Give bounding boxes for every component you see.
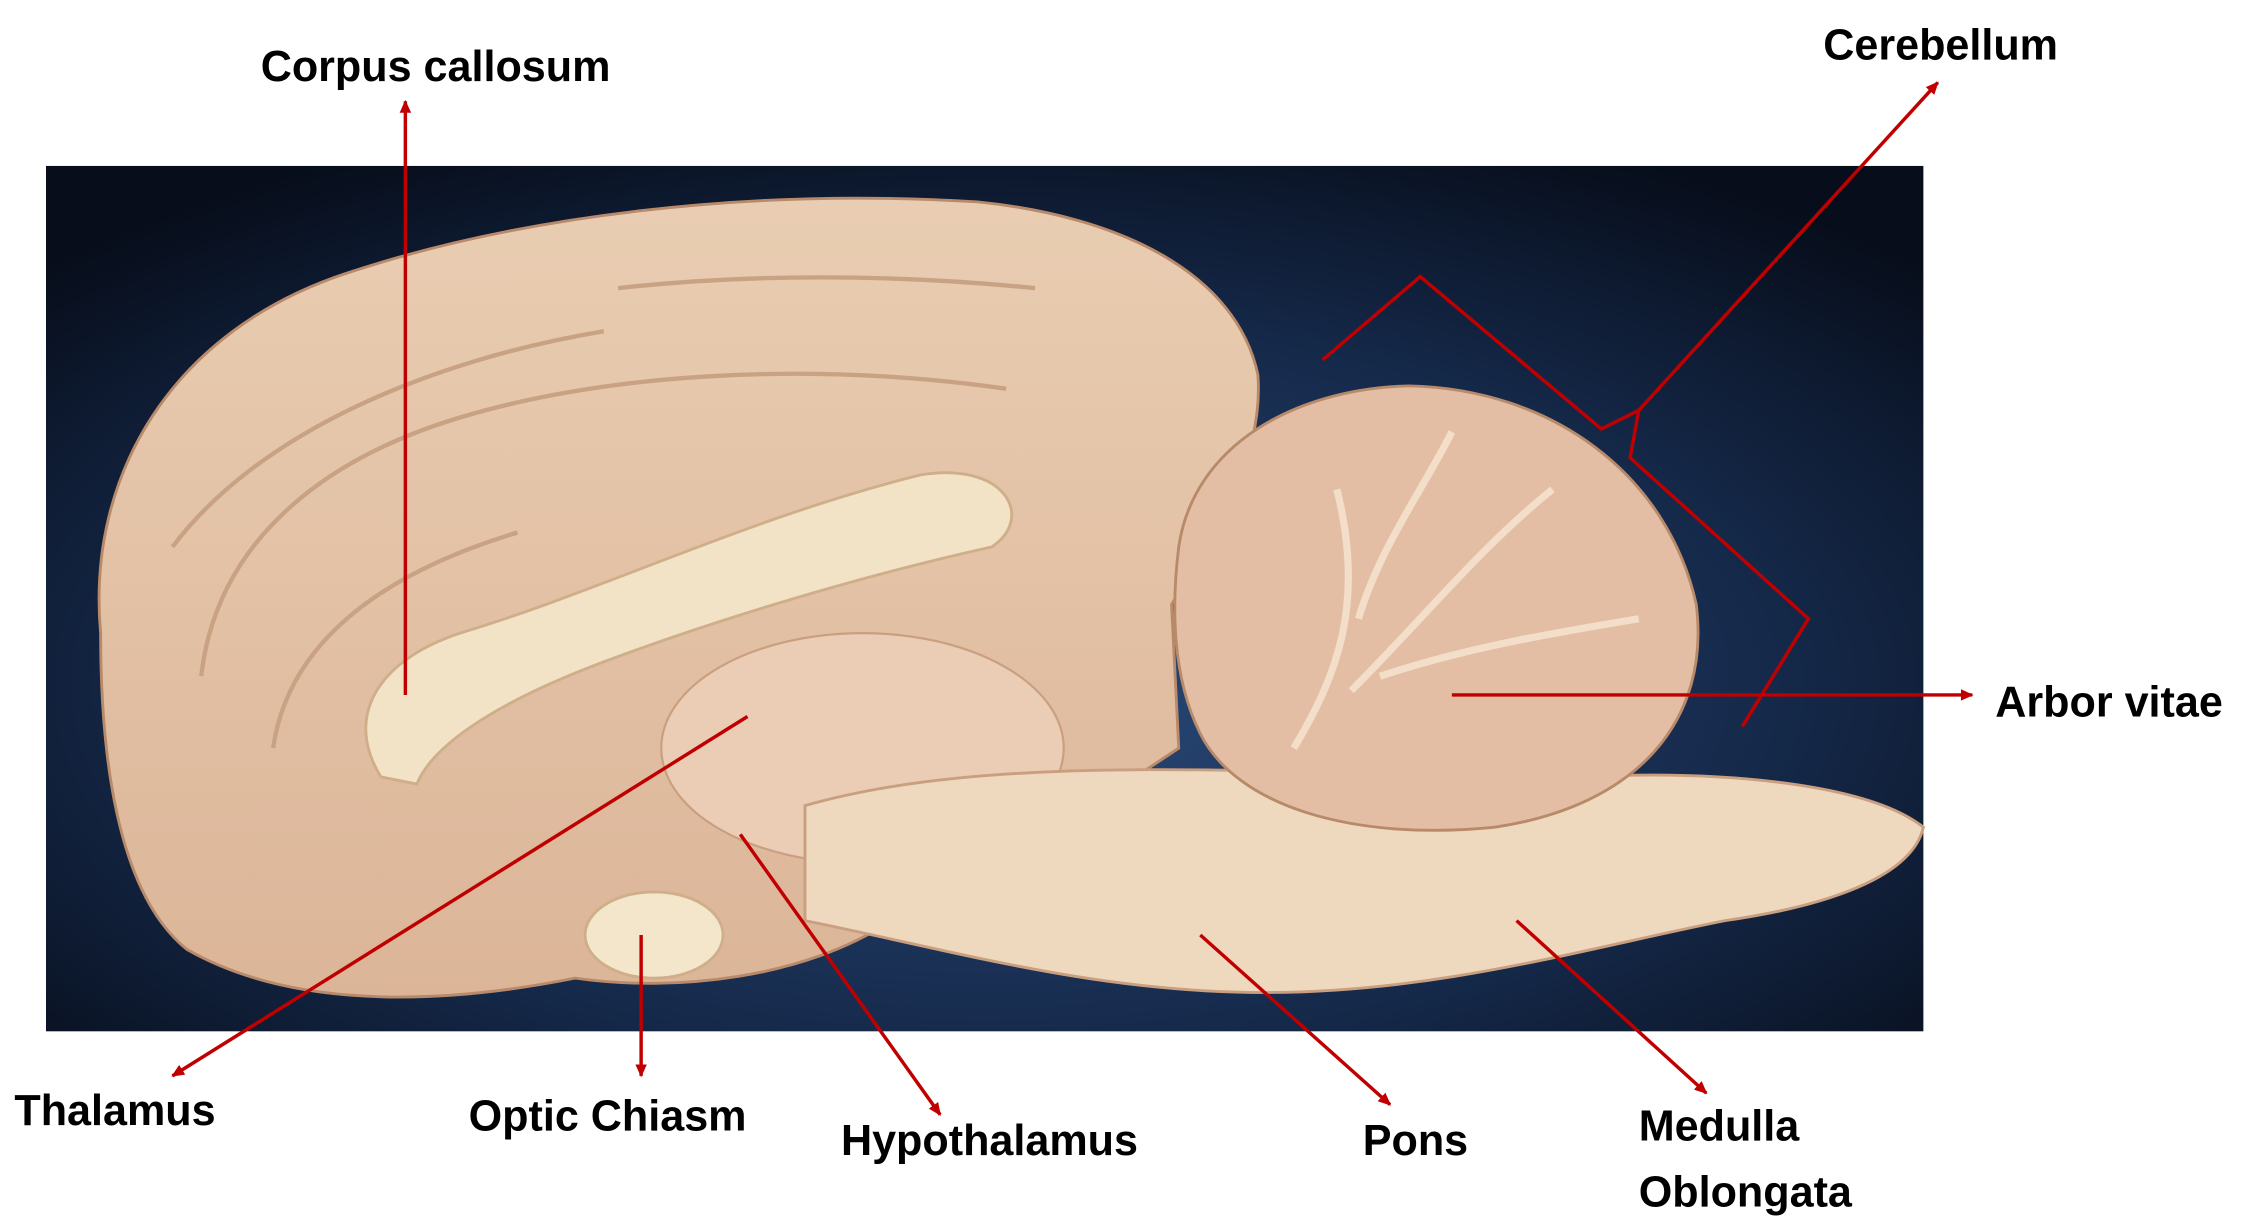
label-hypothalamus: Hypothalamus [841,1117,1138,1165]
cerebellum-bracket-lower [1628,410,1811,728]
labels: Corpus callosum Cerebellum Arbor vitae T… [14,22,2222,1217]
arrow-hypothalamus [738,833,942,1116]
arrow-thalamus [171,715,749,1078]
optic-chiasm-shape [583,890,725,980]
arrow-cerebellum [1637,81,1940,412]
arrow-medulla [1515,919,1708,1095]
gyri-lines [170,275,1036,749]
label-cerebellum: Cerebellum [1823,22,2058,70]
label-optic-chiasm: Optic Chiasm [469,1093,747,1141]
label-medulla: Medulla [1639,1103,1801,1151]
cerebellum-shape [1173,384,1700,832]
arbor-vitae-branches [1290,430,1640,750]
brain-photo [46,165,1925,1032]
label-oblongata: Oblongata [1639,1169,1853,1217]
label-thalamus: Thalamus [14,1087,215,1135]
arrow-pons [1199,933,1392,1106]
label-arbor-vitae: Arbor vitae [1995,679,2223,727]
pointer-arrows [171,81,1974,1116]
corpus-callosum-shape [364,471,1014,786]
label-corpus-callosum: Corpus callosum [261,43,611,91]
cerebellum-bracket [1321,274,1640,432]
label-pons: Pons [1363,1117,1468,1165]
